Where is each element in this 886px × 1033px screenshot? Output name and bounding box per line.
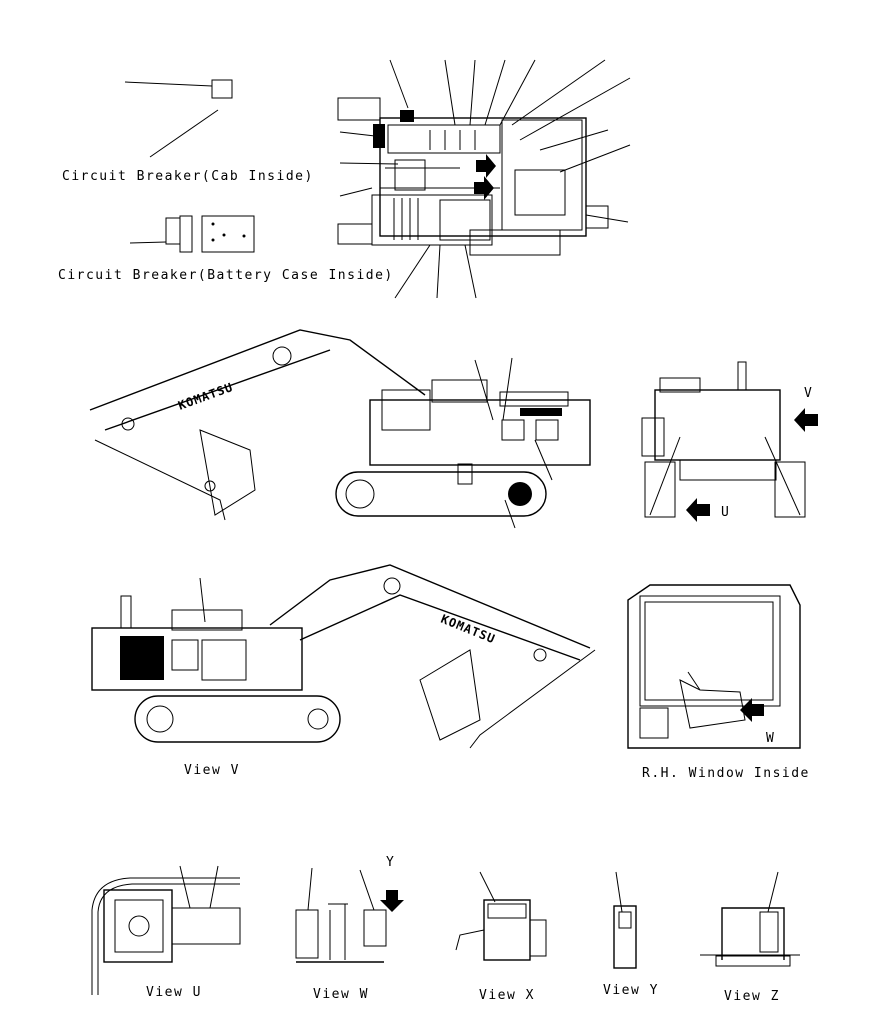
view-w-label: View W — [313, 987, 369, 1002]
callout-w: W — [766, 731, 775, 746]
boom-logo-right: KOMATSU — [439, 612, 498, 647]
view-v-right-side: KOMATSU View V — [91, 564, 596, 778]
view-u-label: View U — [146, 985, 202, 1000]
boom-logo-left: KOMATSU — [176, 380, 235, 413]
rh-window-cab: W R.H. Window Inside — [627, 584, 810, 781]
view-z: View Z — [700, 871, 800, 1004]
rh-window-label: R.H. Window Inside — [642, 766, 810, 781]
circuit-breaker-battery-label: Circuit Breaker(Battery Case Inside) — [58, 268, 394, 283]
callout-y: Y — [386, 855, 395, 870]
circuit-breaker-battery-detail: Circuit Breaker(Battery Case Inside) — [58, 215, 394, 283]
view-x-label: View X — [479, 988, 535, 1003]
view-y-label: View Y — [603, 983, 659, 998]
view-w: Y View W — [295, 855, 404, 1002]
callout-v: V — [804, 386, 813, 401]
circuit-breaker-cab-label: Circuit Breaker(Cab Inside) — [62, 169, 314, 184]
callout-u: U — [721, 505, 730, 520]
view-v-label: View V — [184, 763, 240, 778]
rear-view: V U — [641, 361, 818, 522]
view-x: View X — [455, 871, 547, 1003]
view-z-label: View Z — [724, 989, 780, 1004]
view-u: View U — [91, 865, 241, 1000]
view-y: View Y — [603, 871, 659, 998]
top-view — [337, 59, 631, 299]
circuit-breaker-cab-detail: Circuit Breaker(Cab Inside) — [62, 79, 314, 184]
side-view-left: KOMATSU — [89, 329, 591, 529]
